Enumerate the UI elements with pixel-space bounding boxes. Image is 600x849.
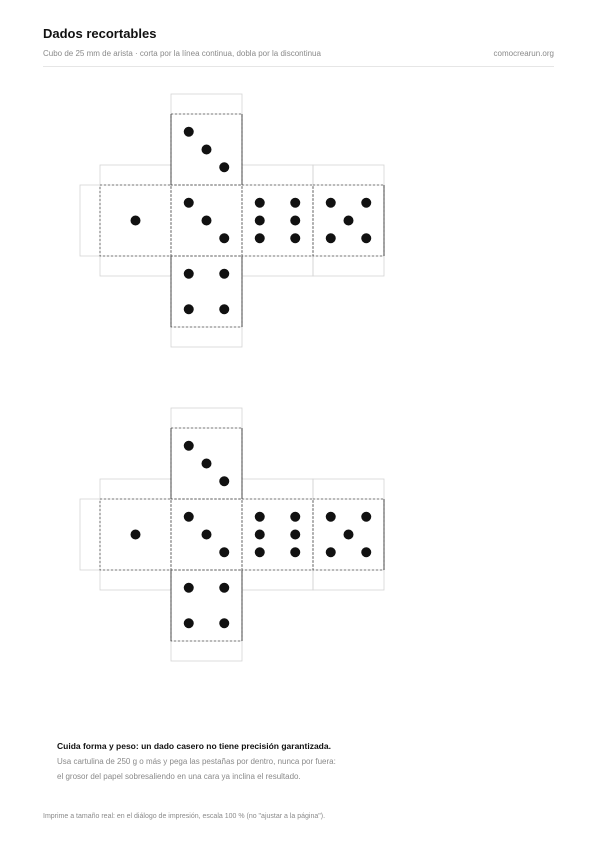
die-face-left	[99, 498, 172, 571]
pip	[183, 304, 194, 315]
pip	[219, 268, 230, 279]
pip	[219, 582, 230, 593]
pip	[183, 582, 194, 593]
pip	[290, 197, 301, 208]
warning-line-1: Usa cartulina de 250 g o más y pega las …	[57, 757, 336, 766]
pip	[254, 547, 265, 558]
glue-tab	[170, 640, 243, 662]
header-divider	[43, 66, 554, 67]
glue-tab	[99, 569, 172, 591]
glue-tab	[170, 93, 243, 115]
die-face-back	[312, 184, 385, 257]
glue-tab	[312, 255, 385, 277]
die-face-bottom	[170, 255, 243, 328]
pip	[219, 547, 230, 558]
pip	[183, 197, 194, 208]
site-name: comocrearun.org	[493, 49, 554, 58]
glue-tab	[312, 569, 385, 591]
die-face-front	[170, 498, 243, 571]
glue-tab	[79, 184, 101, 257]
pip	[254, 197, 265, 208]
pip	[219, 162, 230, 173]
pip	[183, 268, 194, 279]
glue-tab	[99, 164, 172, 186]
pip	[219, 476, 230, 487]
glue-tab	[99, 255, 172, 277]
die-face-bottom	[170, 569, 243, 642]
die-face-right	[241, 184, 314, 257]
pip	[183, 618, 194, 629]
warning-line-2: el grosor del papel sobresaliendo en una…	[57, 772, 301, 781]
pip	[290, 215, 301, 226]
pip	[254, 233, 265, 244]
pip	[183, 126, 194, 137]
glue-tab	[99, 478, 172, 500]
glue-tab	[241, 255, 314, 277]
pip	[325, 233, 336, 244]
pip	[343, 529, 354, 540]
die-face-left	[99, 184, 172, 257]
pip	[183, 511, 194, 522]
glue-tab	[170, 407, 243, 429]
pip	[361, 547, 372, 558]
glue-tab	[241, 164, 314, 186]
glue-tab	[312, 478, 385, 500]
pip	[201, 458, 212, 469]
glue-tab	[170, 326, 243, 348]
page-title: Dados recortables	[43, 26, 157, 41]
warning-title: Cuida forma y peso: un dado casero no ti…	[57, 741, 331, 751]
pip	[254, 529, 265, 540]
pip	[343, 215, 354, 226]
pip	[361, 233, 372, 244]
pip	[254, 511, 265, 522]
pip	[290, 547, 301, 558]
pip	[290, 529, 301, 540]
dice-nets	[79, 93, 385, 662]
pip	[219, 304, 230, 315]
pip	[325, 511, 336, 522]
pip	[130, 529, 141, 540]
die-face-front	[170, 184, 243, 257]
die-face-back	[312, 498, 385, 571]
pip	[130, 215, 141, 226]
pip	[361, 197, 372, 208]
pip	[325, 197, 336, 208]
pip	[201, 215, 212, 226]
die-face-right	[241, 498, 314, 571]
pip	[201, 529, 212, 540]
glue-tab	[241, 569, 314, 591]
pip	[361, 511, 372, 522]
pip	[219, 233, 230, 244]
pip	[201, 144, 212, 155]
pip	[219, 618, 230, 629]
pip	[290, 511, 301, 522]
glue-tab	[241, 478, 314, 500]
glue-tab	[312, 164, 385, 186]
pip	[254, 215, 265, 226]
pip	[183, 440, 194, 451]
glue-tab	[79, 498, 101, 571]
pip	[325, 547, 336, 558]
pip	[290, 233, 301, 244]
page-subtitle: Cubo de 25 mm de arista · corta por la l…	[43, 49, 321, 58]
print-note: Imprime a tamaño real: en el diálogo de …	[43, 813, 326, 820]
